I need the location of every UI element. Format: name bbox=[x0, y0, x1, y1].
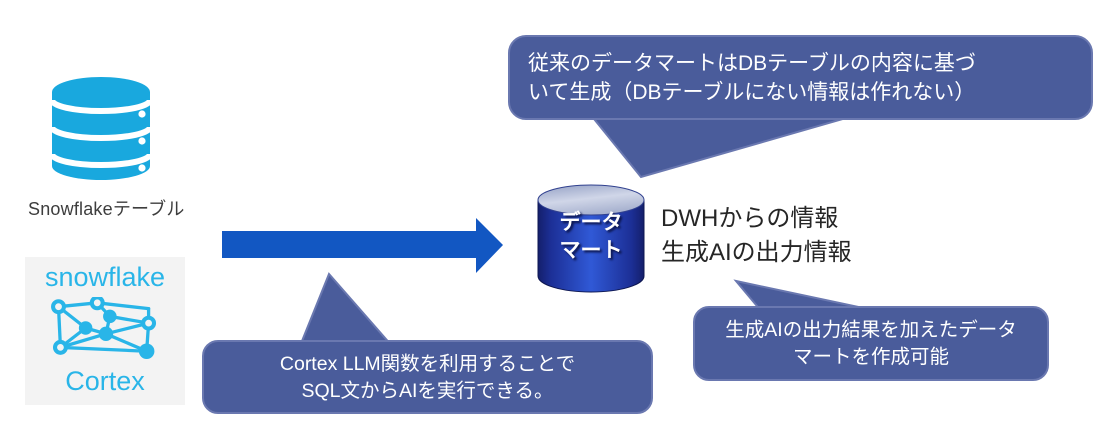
cortex-logo: snowflake bbox=[25, 257, 185, 405]
datamart-cylinder-icon: データ マート bbox=[534, 181, 648, 297]
dwh-info-text: DWHからの情報 生成AIの出力情報 bbox=[661, 205, 852, 266]
flow-arrow-icon bbox=[222, 218, 503, 273]
cortex-logo-word-top: snowflake bbox=[44, 262, 166, 292]
callout-top: 従来のデータマートはDBテーブルの内容に基づ いて生成（DBテーブルにない情報は… bbox=[508, 35, 1093, 120]
database-icon bbox=[46, 70, 156, 190]
cortex-logo-word-bottom: Cortex bbox=[65, 366, 145, 397]
callout-bottom-center: Cortex LLM関数を利用することで SQL文からAIを実行できる。 bbox=[202, 340, 653, 414]
callout-bottom-right: 生成AIの出力結果を加えたデータ マートを作成可能 bbox=[693, 306, 1049, 381]
cortex-network-icon bbox=[49, 294, 161, 364]
callout-top-tail bbox=[587, 113, 861, 179]
datamart-label: データ マート bbox=[559, 211, 623, 262]
callout-bottom-center-tail bbox=[298, 272, 395, 347]
snowflake-table-label: Snowflakeテーブル bbox=[28, 199, 185, 219]
